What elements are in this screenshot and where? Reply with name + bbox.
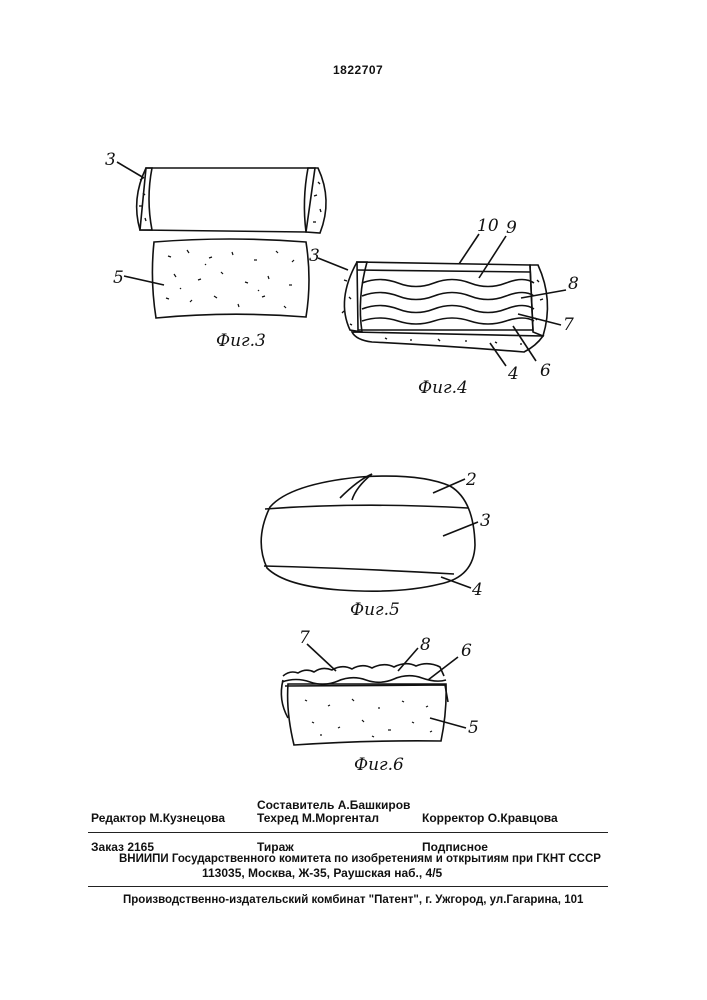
circulation: Тираж [257, 840, 294, 854]
fig3-leader-3 [117, 162, 144, 178]
fig4-label-9: 9 [506, 218, 517, 238]
fig3-leader-5 [124, 276, 164, 285]
fig5-caption: Фиг.5 [350, 600, 400, 620]
fig4-wavy-layers [362, 280, 534, 325]
fig5-lower-boundary [264, 566, 454, 574]
fig4-label-10: 10 [477, 216, 499, 236]
fig6-label-6: 6 [461, 641, 472, 661]
fig3-porous-texture [166, 250, 294, 308]
subscription: Подписное [422, 840, 488, 854]
fig6-rough-top [283, 664, 444, 676]
fig3-cap-texture [139, 178, 321, 222]
fig6-label-5: 5 [468, 718, 479, 738]
fig4-label-7: 7 [563, 315, 574, 335]
fig6-label-8: 8 [420, 635, 431, 655]
fig5-label-3: 3 [480, 511, 491, 531]
fig4-label-3: 3 [309, 246, 320, 266]
fig5-label-4: 4 [471, 580, 483, 600]
address: 113035, Москва, Ж-35, Раушская наб., 4/5 [202, 866, 442, 880]
fig4-top-layer-line [357, 270, 530, 272]
fig6-wavy-layer [282, 676, 446, 685]
fig5-upper-boundary [265, 505, 468, 509]
fig3-caption: Фиг.3 [216, 331, 266, 351]
fig5-leaders [433, 479, 478, 588]
compiler: Составитель А.Башкиров [257, 798, 410, 812]
figure-5 [261, 474, 478, 591]
order-number: Заказ 2165 [91, 840, 154, 854]
fig4-left-cap [344, 262, 367, 332]
fig6-label-7: 7 [299, 628, 310, 648]
fig6-porous-texture [305, 699, 432, 737]
fig6-body [288, 684, 447, 745]
fig3-label-3: 3 [105, 150, 116, 170]
fig6-flat-layer [285, 685, 448, 702]
figure-3 [117, 162, 326, 318]
fig3-porous-layer [152, 239, 309, 318]
fig4-caption: Фиг.4 [418, 378, 468, 398]
imprint-divider-bottom [88, 886, 608, 887]
fig4-bottom-porous-layer [352, 332, 543, 352]
figure-4 [318, 234, 566, 366]
editor: Редактор М.Кузнецова [91, 811, 225, 825]
publisher: Производственно-издательский комбинат "П… [123, 894, 583, 906]
institute: ВНИИПИ Государственного комитета по изоб… [119, 853, 601, 865]
fig6-caption: Фиг.6 [354, 755, 404, 775]
fig4-right-cap [530, 265, 547, 336]
figure-6 [281, 644, 466, 745]
fig3-label-5: 5 [113, 268, 124, 288]
fig4-label-6: 6 [540, 361, 551, 381]
tech-editor: Техред М.Моргентал [257, 811, 379, 825]
fig4-label-8: 8 [568, 274, 579, 294]
fig3-upper-body [140, 168, 315, 232]
fig5-label-2: 2 [465, 470, 477, 490]
imprint-divider-top [88, 832, 608, 833]
corrector: Корректор О.Кравцова [422, 811, 558, 825]
fig4-label-4: 4 [507, 364, 519, 384]
